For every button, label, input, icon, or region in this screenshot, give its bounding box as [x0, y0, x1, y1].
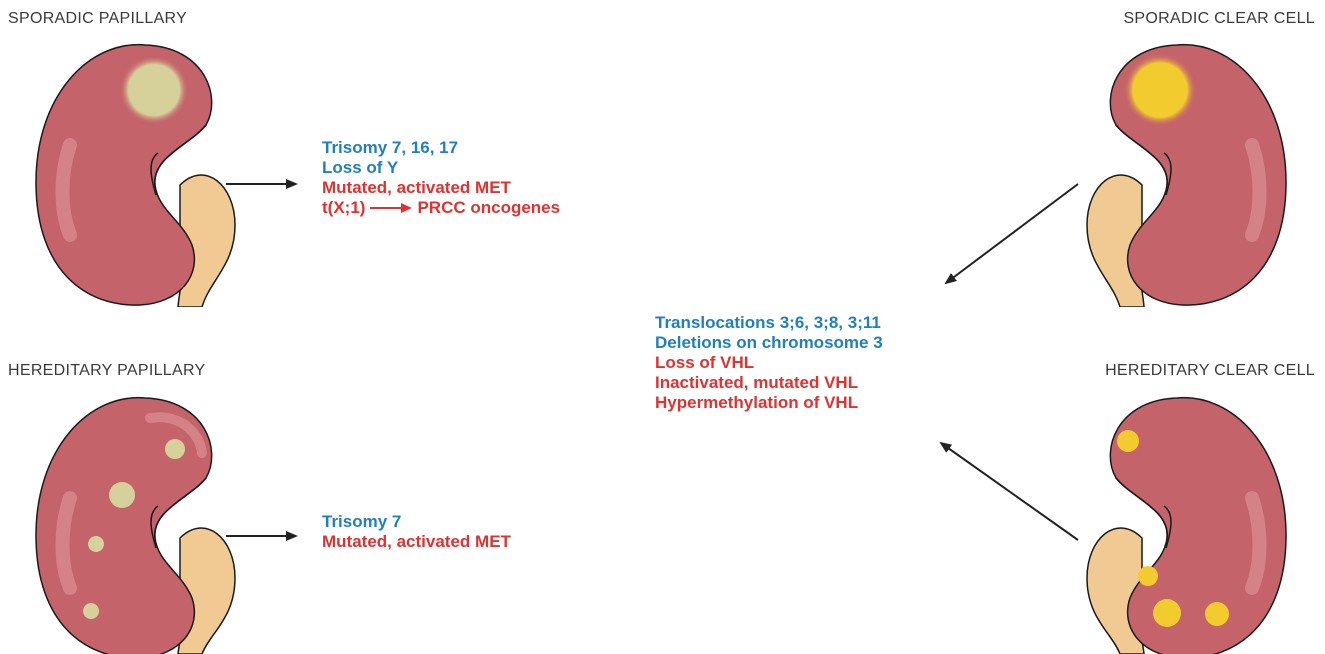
hereditary-papillary-changes: Trisomy 7 Mutated, activated MET	[322, 512, 511, 552]
kidney-body	[1109, 397, 1287, 654]
change-line: Inactivated, mutated VHL	[655, 373, 859, 392]
oncogene-label: PRCC oncogenes	[417, 198, 561, 217]
title-hereditary-clear-cell: HEREDITARY CLEAR CELL	[1105, 362, 1315, 379]
change-line: Hypermethylation of VHL	[655, 393, 859, 412]
small-arrow-icon	[370, 203, 413, 213]
translocation-label: t(X;1)	[322, 198, 366, 217]
tumor	[1117, 430, 1139, 452]
kidney-hereditary-clear-cell	[1086, 397, 1287, 654]
change-line: Trisomy 7	[322, 512, 402, 531]
kidney-body	[35, 397, 213, 654]
sporadic-papillary-changes: Trisomy 7, 16, 17 Loss of Y Mutated, act…	[322, 138, 560, 218]
tumor	[1124, 54, 1196, 126]
change-line: Mutated, activated MET	[322, 532, 511, 551]
kidney-sporadic-clear-cell	[1086, 44, 1287, 307]
tumor	[120, 56, 188, 124]
tumor	[1205, 602, 1229, 626]
title-sporadic-clear-cell: SPORADIC CLEAR CELL	[1123, 10, 1315, 27]
tumor	[83, 603, 99, 619]
arrow-hereditary-clear-cell	[939, 441, 1079, 541]
arrow-sporadic-clear-cell	[944, 183, 1079, 285]
title-hereditary-papillary: HEREDITARY PAPILLARY	[8, 362, 206, 379]
tumor	[109, 482, 135, 508]
tumor	[88, 536, 104, 552]
change-line: Loss of VHL	[655, 353, 755, 372]
change-line: Trisomy 7, 16, 17	[322, 138, 459, 157]
tumor	[1153, 599, 1181, 627]
change-line: Loss of Y	[322, 158, 399, 177]
kidney-hereditary-papillary	[35, 397, 236, 654]
kidney-sporadic-papillary	[35, 44, 236, 307]
title-sporadic-papillary: SPORADIC PAPILLARY	[8, 10, 188, 27]
tumor	[165, 439, 185, 459]
tumor	[1138, 566, 1158, 586]
change-line: Mutated, activated MET	[322, 178, 511, 197]
change-line: Translocations 3;6, 3;8, 3;11	[655, 313, 881, 332]
clear-cell-changes: Translocations 3;6, 3;8, 3;11 Deletions …	[655, 313, 883, 413]
change-line: t(X;1) PRCC oncogenes	[322, 198, 560, 218]
change-line: Deletions on chromosome 3	[655, 333, 883, 352]
